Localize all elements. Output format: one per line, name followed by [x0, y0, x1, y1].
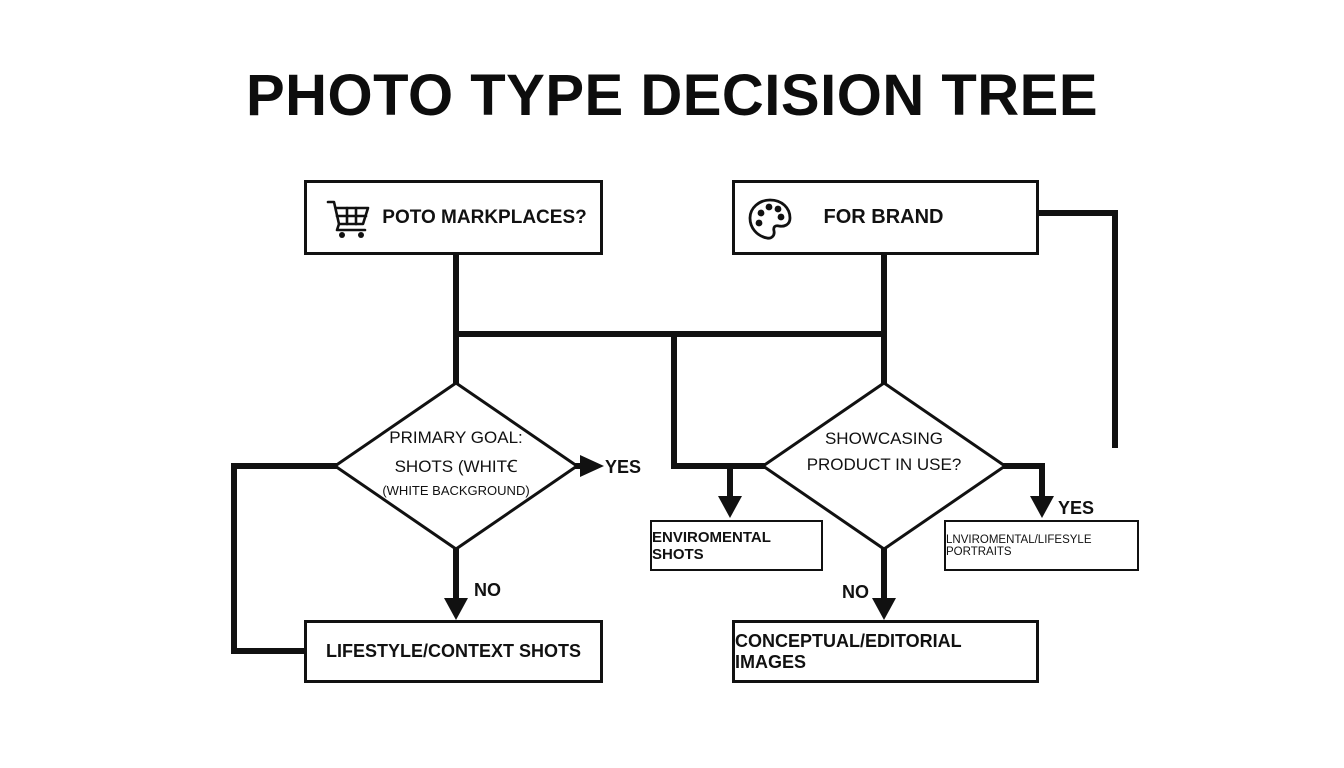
lifestyle-context-box[interactable]: LIFESTYLE/CONTEXT SHOTS: [304, 620, 603, 683]
arrowhead-left-no: [444, 598, 468, 620]
arrowhead-right-no: [872, 598, 896, 620]
brand-label: FOR BRAND: [823, 206, 944, 228]
primary-goal-line2: SHOTS (WHITꞒ: [394, 457, 518, 476]
left-loop-line: [231, 463, 340, 654]
marketplaces-label: POTO MARKPLACES?: [382, 206, 587, 228]
showcasing-diamond-shape: [760, 381, 1008, 551]
right-yes-line: [1001, 463, 1045, 503]
brand-box[interactable]: FOR BRAND: [732, 180, 1039, 255]
environmental-shots-box[interactable]: ENVIROMENTAL SHOTS: [650, 520, 823, 571]
arrowhead-left-yes: [580, 455, 604, 477]
left-yes-label: YES: [605, 457, 642, 477]
conceptual-editorial-box[interactable]: CONCEPTUAL/EDITORIAL IMAGES: [732, 620, 1039, 683]
showcasing-line2: PRODUCT IN USE?: [806, 455, 962, 474]
environmental-portraits-label: LNVIROMENTAL/LIFESYLE PORTRAITS: [946, 533, 1092, 558]
lifestyle-context-label: LIFESTYLE/CONTEXT SHOTS: [325, 641, 581, 661]
conceptual-editorial-label: CONCEPTUAL/EDITORIAL IMAGES: [735, 630, 962, 672]
primary-goal-line3: (WHITE BACKGROUND): [382, 483, 530, 498]
primary-goal-diamond-shape: [332, 381, 580, 551]
left-no-label: NO: [474, 580, 501, 600]
primary-goal-line1: PRIMARY GOAL:: [389, 428, 523, 447]
branch-line: [671, 331, 767, 469]
primary-goal-diamond[interactable]: PRIMARY GOAL: SHOTS (WHITꞒ (WHITE BACKGR…: [356, 428, 556, 498]
environmental-portraits-box[interactable]: LNVIROMENTAL/LIFESYLE PORTRAITS: [944, 520, 1139, 571]
right-yes-label: YES: [1058, 498, 1095, 518]
environmental-shots-label: ENVIROMENTAL SHOTS: [652, 528, 771, 563]
marketplaces-box[interactable]: POTO MARKPLACES?: [304, 180, 603, 255]
right-no-label: NO: [842, 582, 869, 602]
showcasing-line1: SHOWCASING: [824, 429, 944, 448]
brand-right-line: [1035, 210, 1118, 448]
shopping-cart-icon: [325, 198, 373, 245]
arrowhead-env-shots: [718, 496, 742, 518]
arrowhead-right-yes: [1030, 496, 1054, 518]
showcasing-diamond[interactable]: SHOWCASING PRODUCT IN USE?: [784, 429, 984, 475]
palette-icon: [747, 196, 793, 247]
diagram-title: PHOTO TYPE DECISION TREE: [245, 63, 1099, 128]
